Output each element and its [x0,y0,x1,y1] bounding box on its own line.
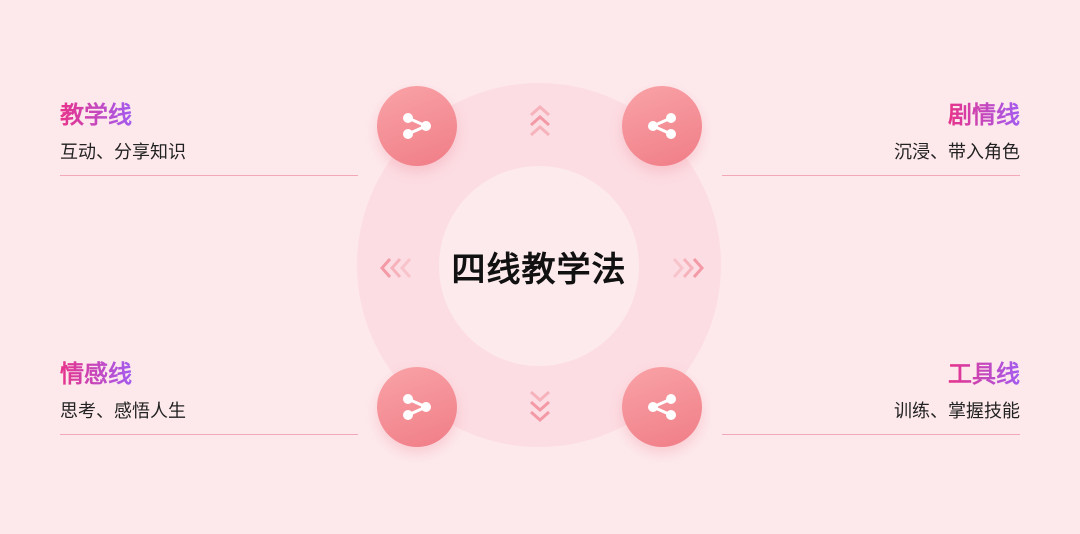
share-icon [403,113,431,139]
block-title: 教学线 [60,101,132,129]
divider [60,175,358,176]
share-node-bottom-left [377,367,457,447]
tool-line-block: 工具线 训练、掌握技能 [722,358,1020,435]
block-desc: 思考、感悟人生 [60,401,186,422]
share-node-bottom-right [622,367,702,447]
inner-ring [439,166,639,366]
divider [722,434,1020,435]
plot-line-block: 剧情线 沉浸、带入角色 [722,99,1020,176]
chevron-right-icon [664,255,706,281]
chevron-down-icon [527,386,553,426]
block-title: 剧情线 [948,101,1020,129]
share-icon [403,394,431,420]
divider [60,434,358,435]
teaching-line-block: 教学线 互动、分享知识 [60,99,358,176]
divider [722,175,1020,176]
share-icon [648,113,676,139]
block-title: 工具线 [948,360,1020,388]
block-desc: 训练、掌握技能 [894,401,1020,422]
chevron-up-icon [527,103,553,143]
chevron-left-icon [378,255,420,281]
block-desc: 互动、分享知识 [60,142,186,163]
emotion-line-block: 情感线 思考、感悟人生 [60,358,358,435]
block-title: 情感线 [60,360,132,388]
block-desc: 沉浸、带入角色 [894,142,1020,163]
center-title: 四线教学法 [451,249,627,290]
share-node-top-right [622,86,702,166]
share-icon [648,394,676,420]
share-node-top-left [377,86,457,166]
